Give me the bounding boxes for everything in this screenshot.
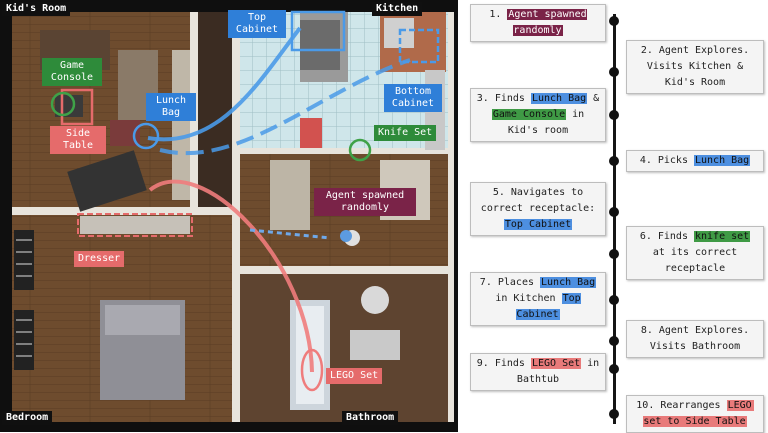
timeline-step-8: 8. Agent Explores. Visits Bathroom [626,320,764,358]
label-knife-set: Knife Set [374,125,437,141]
label-top-cabinet: Top Cabinet [228,10,286,38]
step-highlight: Lunch Bag [694,155,751,166]
step-number: 1. [489,9,508,20]
task-timeline: 1. Agent spawned randomly 2. Agent Explo… [458,0,768,433]
side-table-highlight [60,88,94,126]
step-highlight: LEGO Set [530,358,582,369]
step-number: 8. [640,325,659,336]
step-number: 6. [639,231,658,242]
step-highlight: LEGO [726,400,753,411]
step-text: Finds [494,93,531,104]
timeline-dot [609,364,619,374]
timeline-step-4: 4. Picks Lunch Bag [626,150,764,172]
bottom-cabinet-highlight [398,28,440,64]
timeline-step-9: 9. Finds LEGO Set in Bathtub [470,353,606,391]
step-highlight: Agent spawned randomly [507,9,587,36]
timeline-dot [609,409,619,419]
lego-set-highlight [300,348,324,392]
timeline-step-6: 6. Finds knife set at its correct recept… [626,226,764,280]
timeline-dot [609,110,619,120]
step-highlight: Lunch Bag [530,93,588,104]
step-text: Agent Explores. Visits Kitchen & Kid's R… [646,45,750,88]
label-bottom-cabinet: Bottom Cabinet [384,84,442,112]
lego-set-path [148,179,314,373]
knife-set-highlight [348,138,372,162]
step-text: in Kid's room [507,109,585,136]
step-highlight: Lunch Bag [540,277,597,288]
step-text: Finds [657,231,694,242]
timeline-step-5: 5. Navigates to correct receptacle: Top … [470,182,606,236]
agent-dashed-trail [249,228,331,240]
step-text: Rearranges [660,400,727,411]
room-label-bedroom: Bedroom [2,411,53,425]
step-text: Picks [657,155,694,166]
room-label-kitchen: Kitchen [372,2,423,16]
timeline-dot [609,16,619,26]
timeline-step-1: 1. Agent spawned randomly [470,4,606,42]
label-lego-set: LEGO Set [326,368,383,384]
timeline-dot [609,156,619,166]
explore-path-dashed [159,58,411,156]
step-number: 7. [479,277,498,288]
step-text: at its correct receptacle [652,247,738,274]
timeline-dot [609,249,619,259]
room-label-bathroom: Bathroom [342,411,399,425]
step-number: 4. [639,155,658,166]
lunch-bag-path [147,26,302,142]
timeline-dot [609,336,619,346]
step-number: 9. [476,358,495,369]
step-highlight: Game Console [491,109,567,120]
bathroom-floor [240,272,448,422]
timeline-step-10: 10. Rearranges LEGO set to Side Table [626,395,764,433]
room-label-kids-room: Kid's Room [2,2,71,16]
timeline-step-3: 3. Finds Lunch Bag & Game Console in Kid… [470,88,606,142]
timeline-line [613,14,616,424]
label-agent-spawned: Agent spawned randomly [314,188,416,216]
step-text: Agent Explores. Visits Bathroom [649,325,750,352]
lunch-bag-highlight [132,122,160,150]
top-cabinet-highlight [290,10,346,52]
step-text: Finds [494,358,531,369]
agent-marker [340,230,352,242]
timeline-dot [609,207,619,217]
step-text: in Kitchen [495,293,562,304]
step-highlight: knife set [694,231,751,242]
step-number: 10. [636,400,661,411]
timeline-step-7: 7. Places Lunch Bag in Kitchen Top Cabin… [470,272,606,326]
step-text: Navigates to correct receptacle: [480,187,596,214]
label-game-console: Game Console [42,58,102,86]
floorplan-scene: Kid's Room Kitchen Bedroom Bathroom Top … [0,0,458,432]
step-text: Places [497,277,541,288]
label-side-table: Side Table [50,126,106,154]
step-text: & [587,93,600,104]
step-highlight: Top Cabinet [503,219,573,230]
timeline-dot [609,67,619,77]
step-number: 3. [476,93,495,104]
dresser-highlight [77,213,193,237]
step-text: in Bathtub [516,358,600,385]
timeline-dot [609,295,619,305]
step-number: 5. [492,187,511,198]
label-lunch-bag: Lunch Bag [146,93,196,121]
timeline-step-2: 2. Agent Explores. Visits Kitchen & Kid'… [626,40,764,94]
step-number: 2. [640,45,659,56]
game-console-highlight [50,91,76,117]
label-dresser: Dresser [74,251,125,267]
